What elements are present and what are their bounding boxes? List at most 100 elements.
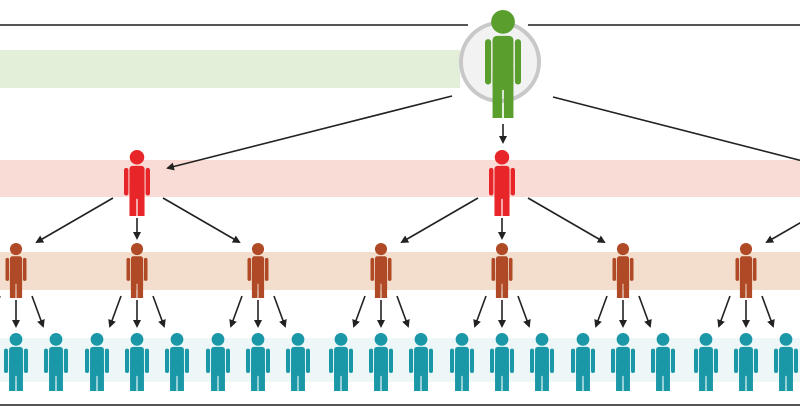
person-left-leg xyxy=(251,272,258,298)
person-right-leg xyxy=(502,185,510,216)
person-head-icon xyxy=(130,333,144,346)
person-left-leg xyxy=(699,364,706,391)
person-left-arm xyxy=(611,348,616,374)
person-left-leg xyxy=(90,364,97,391)
person-right-arm xyxy=(305,348,310,374)
person-right-leg xyxy=(786,364,793,391)
person-head-icon xyxy=(491,9,515,34)
person-left-leg xyxy=(374,272,381,298)
person-level-4 xyxy=(4,333,28,391)
person-head-icon xyxy=(130,243,144,256)
person-left-leg xyxy=(130,272,137,298)
person-left-arm xyxy=(735,257,740,281)
person-right-leg xyxy=(502,272,509,298)
person-right-leg xyxy=(137,185,145,216)
person-left-arm xyxy=(5,257,10,281)
person-right-leg xyxy=(623,272,630,298)
person-level-4 xyxy=(85,333,109,391)
person-right-leg xyxy=(746,364,753,391)
person-level-3 xyxy=(491,243,513,298)
person-head-icon xyxy=(251,333,265,346)
person-left-arm xyxy=(206,348,211,374)
person-right-leg xyxy=(421,364,428,391)
person-head-icon xyxy=(49,333,63,346)
person-right-leg xyxy=(542,364,549,391)
arrow-icon xyxy=(352,295,366,328)
person-right-leg xyxy=(341,364,348,391)
person-right-arm xyxy=(514,39,521,85)
person-head-icon xyxy=(291,333,305,346)
person-left-arm xyxy=(530,348,535,374)
person-right-arm xyxy=(387,257,392,281)
person-left-leg xyxy=(129,185,137,216)
person-level-4 xyxy=(286,333,310,391)
band-level-2 xyxy=(0,160,800,197)
person-level-4 xyxy=(206,333,230,391)
arrow-icon xyxy=(517,295,531,328)
person-head-icon xyxy=(656,333,670,346)
person-head-icon xyxy=(9,243,23,256)
person-right-arm xyxy=(145,167,150,196)
person-level-4 xyxy=(611,333,635,391)
person-level-4 xyxy=(409,333,433,391)
person-left-leg xyxy=(739,364,746,391)
person-level-4 xyxy=(165,333,189,391)
person-head-icon xyxy=(535,333,549,346)
person-left-arm xyxy=(329,348,334,374)
people xyxy=(4,9,798,391)
person-left-leg xyxy=(291,364,298,391)
person-left-leg xyxy=(130,364,137,391)
person-level-4 xyxy=(44,333,68,391)
person-left-arm xyxy=(124,167,129,196)
person-right-arm xyxy=(510,167,515,196)
person-left-arm xyxy=(126,257,131,281)
band-level-4 xyxy=(0,338,800,382)
person-right-arm xyxy=(670,348,675,374)
person-left-leg xyxy=(170,364,177,391)
person-right-arm xyxy=(428,348,433,374)
person-right-arm xyxy=(509,348,514,374)
person-right-leg xyxy=(218,364,225,391)
person-right-leg xyxy=(381,364,388,391)
person-head-icon xyxy=(334,333,348,346)
person-head-icon xyxy=(699,333,713,346)
person-level-2 xyxy=(489,150,515,216)
person-head-icon xyxy=(170,333,184,346)
arrow-icon xyxy=(527,197,606,244)
person-right-leg xyxy=(137,272,144,298)
person-right-arm xyxy=(469,348,474,374)
person-left-arm xyxy=(734,348,739,374)
person-right-arm xyxy=(104,348,109,374)
person-level-3 xyxy=(612,243,634,298)
person-right-leg xyxy=(137,364,144,391)
arrow-icon xyxy=(638,295,652,328)
person-head-icon xyxy=(616,243,630,256)
person-right-leg xyxy=(706,364,713,391)
person-right-arm xyxy=(184,348,189,374)
person-right-leg xyxy=(502,364,509,391)
person-left-leg xyxy=(495,272,502,298)
person-level-3 xyxy=(247,243,269,298)
arrow-icon xyxy=(162,197,241,244)
person-head-icon xyxy=(576,333,590,346)
person-right-arm xyxy=(549,348,554,374)
person-left-leg xyxy=(779,364,786,391)
person-right-arm xyxy=(508,257,513,281)
arrow-icon xyxy=(717,295,731,328)
person-level-4 xyxy=(369,333,393,391)
person-right-arm xyxy=(630,348,635,374)
person-head-icon xyxy=(739,333,753,346)
person-head-icon xyxy=(129,150,145,165)
person-level-3 xyxy=(370,243,392,298)
person-left-arm xyxy=(370,257,375,281)
person-right-leg xyxy=(381,272,388,298)
person-left-arm xyxy=(165,348,170,374)
person-right-leg xyxy=(16,364,23,391)
person-left-leg xyxy=(535,364,542,391)
person-left-leg xyxy=(211,364,218,391)
person-head-icon xyxy=(374,333,388,346)
person-head-icon xyxy=(494,150,510,165)
person-head-icon xyxy=(779,333,793,346)
person-left-leg xyxy=(9,272,16,298)
